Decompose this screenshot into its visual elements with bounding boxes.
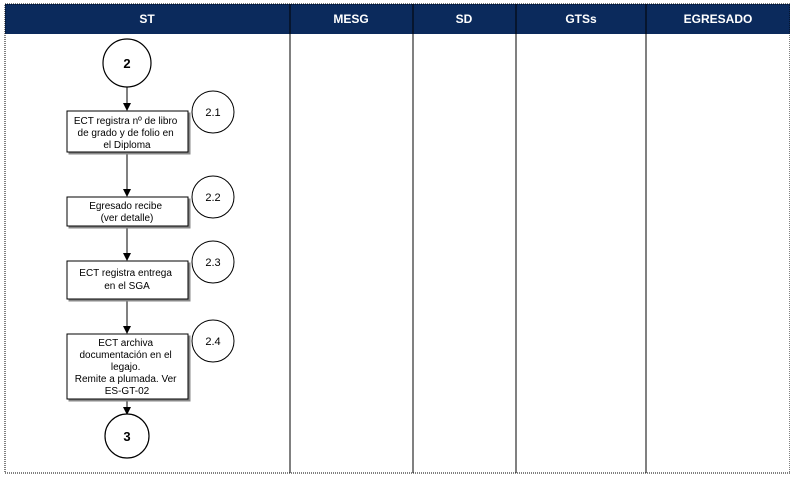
step-text-line: Egresado recibe [89, 201, 162, 212]
step-box [66, 260, 189, 300]
step-2-3: ECT registra entrega en el SGA 2.3 [66, 240, 235, 300]
step-number-circle [191, 175, 235, 219]
start-connector-circle [102, 38, 152, 88]
end-connector: 3 [104, 413, 150, 459]
step-text-line: el Diploma [103, 140, 151, 151]
step-text: Egresado recibe (ver detalle) [89, 201, 165, 224]
step-text-line: legajo. [111, 362, 140, 373]
end-connector-label: 3 [123, 429, 130, 444]
step-2-1: ECT registra nº de libro de grado y de f… [66, 90, 235, 153]
start-connector: 2 [102, 38, 152, 88]
step-text-line: documentación en el [79, 350, 171, 361]
step-number-circle [191, 90, 235, 134]
lane-header-st: ST [139, 12, 155, 26]
step-2-4: ECT archiva documentación en el legajo. … [66, 319, 235, 400]
header-band [5, 4, 790, 34]
step-text: ECT registra nº de libro de grado y de f… [74, 116, 180, 151]
step-number-circle [191, 319, 235, 363]
step-box [66, 110, 189, 153]
end-connector-circle [104, 413, 150, 459]
step-text-line: ECT archiva [98, 338, 153, 349]
step-text-line: ES-GT-02 [105, 386, 150, 397]
lane-header-mesg: MESG [333, 12, 368, 26]
step-text: ECT archiva documentación en el legajo. … [75, 338, 180, 397]
step-box [66, 333, 189, 400]
step-text-line: (ver detalle) [101, 213, 154, 224]
lane-header-gtss: GTSs [565, 12, 597, 26]
step-number: 2.2 [205, 192, 220, 204]
lane-separators [289, 4, 647, 473]
step-number: 2.1 [205, 107, 220, 119]
step-box [66, 196, 189, 227]
step-text: ECT registra entrega en el SGA [79, 268, 174, 292]
step-number: 2.4 [205, 336, 220, 348]
step-number: 2.3 [205, 257, 220, 269]
start-connector-label: 2 [123, 56, 130, 71]
step-number-circle [191, 240, 235, 284]
lanes-frame [4, 3, 790, 474]
step-text-line: en el SGA [104, 281, 150, 292]
step-text-line: ECT registra nº de libro [74, 116, 178, 127]
step-text-line: ECT registra entrega [79, 268, 172, 279]
step-text-line: de grado y de folio en [78, 128, 174, 139]
step-2-2: Egresado recibe (ver detalle) 2.2 [66, 175, 235, 227]
lane-header-egresado: EGRESADO [684, 12, 753, 26]
lane-header-sd: SD [456, 12, 473, 26]
step-text-line: Remite a plumada. Ver [75, 374, 177, 385]
